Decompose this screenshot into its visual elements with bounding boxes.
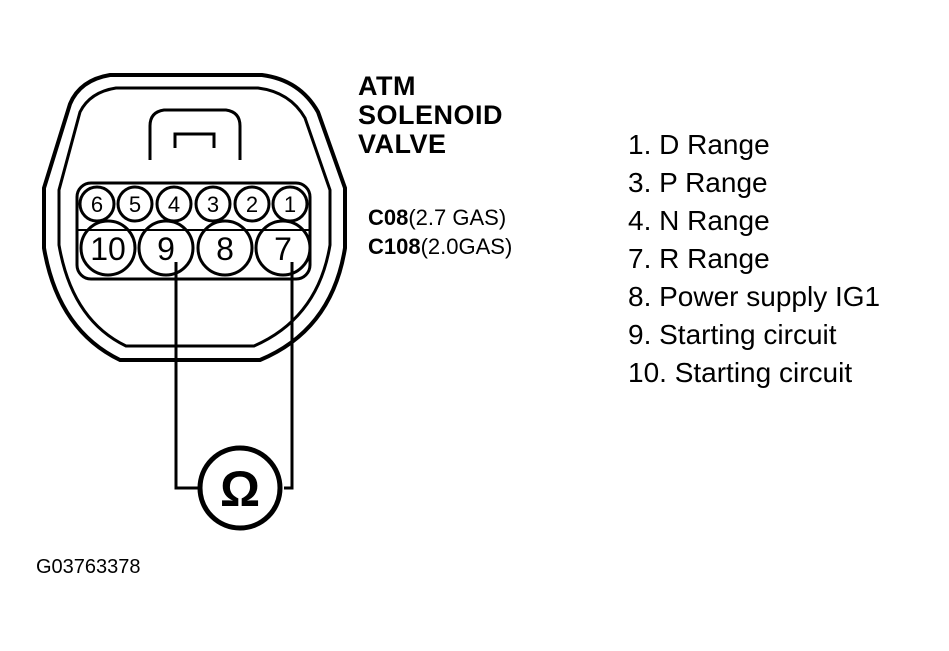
- bottom-pin-8-label: 8: [216, 231, 234, 267]
- pin-function-item: 10. Starting circuit: [628, 357, 853, 388]
- connector-codes: C08(2.7 GAS) C108(2.0GAS): [368, 203, 512, 261]
- bottom-pin-9: 9: [137, 219, 195, 277]
- component-title-line-1: ATM: [358, 71, 416, 101]
- probe-lead-pin-7: [284, 262, 294, 490]
- pin-function-item: 3. P Range: [628, 167, 768, 198]
- figure-id: G03763378: [36, 556, 141, 578]
- top-pin-5-label: 5: [129, 192, 141, 217]
- connector-housing-outer: [42, 73, 347, 362]
- top-pin-3: 3: [194, 185, 232, 223]
- component-title-line-2: SOLENOID: [358, 100, 504, 130]
- bottom-pin-7-label: 7: [274, 231, 292, 267]
- top-pin-2-label: 2: [246, 192, 258, 217]
- top-pin-3-label: 3: [207, 192, 219, 217]
- top-pin-4-label: 4: [168, 192, 180, 217]
- connector-code-spec: (2.0GAS): [420, 234, 513, 259]
- component-title-line-3: VALVE: [358, 129, 447, 159]
- connector-code-spec: (2.7 GAS): [408, 205, 507, 230]
- connector-code-row: C08(2.7 GAS): [368, 203, 512, 232]
- connector-code: C108: [368, 234, 421, 259]
- ohm-symbol: Ω: [220, 461, 260, 517]
- pin-function-item: 4. N Range: [628, 205, 770, 236]
- bottom-pin-9-label: 9: [157, 231, 175, 267]
- top-pin-1: 1: [271, 185, 309, 223]
- component-title: ATM SOLENOID VALVE: [358, 72, 503, 159]
- bottom-pin-7: 7: [254, 219, 312, 277]
- ohmmeter-body: [197, 445, 283, 531]
- probe-lead-pin-9: [174, 262, 200, 490]
- bottom-pin-8: 8: [196, 219, 254, 277]
- bottom-pin-10: 10: [79, 219, 137, 277]
- bottom-pin-10-label: 10: [90, 231, 126, 267]
- connector-code-row: C108(2.0GAS): [368, 232, 512, 261]
- pin-function-item: 7. R Range: [628, 243, 770, 274]
- top-pin-1-label: 1: [284, 192, 296, 217]
- connector-housing-inner: [57, 86, 332, 348]
- pin-function-item: 8. Power supply IG1: [628, 281, 881, 312]
- ohmmeter: Ω: [197, 445, 283, 531]
- top-pin-6: 6: [78, 185, 116, 223]
- top-pin-2: 2: [233, 185, 271, 223]
- pin-function-legend: 1. D Range 3. P Range 4. N Range 7. R Ra…: [628, 126, 880, 392]
- connector-lock-tab: [148, 108, 242, 160]
- lock-tab-notch: [173, 132, 216, 148]
- connector-code: C08: [368, 205, 409, 230]
- top-pin-6-label: 6: [91, 192, 103, 217]
- top-pin-5: 5: [116, 185, 154, 223]
- top-pin-4: 4: [155, 185, 193, 223]
- pin-function-item: 9. Starting circuit: [628, 319, 837, 350]
- pin-function-item: 1. D Range: [628, 129, 770, 160]
